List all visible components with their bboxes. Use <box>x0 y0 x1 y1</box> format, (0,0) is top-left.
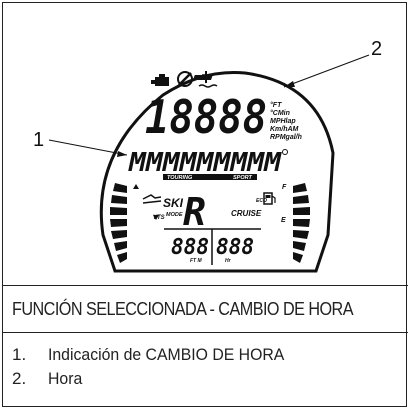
callout-2-number: 2 <box>371 38 382 60</box>
brand-logo-icon <box>192 75 213 80</box>
alpha-row: MMMMMMMMM <box>128 148 283 178</box>
callout-1-leader <box>48 139 128 156</box>
right-bargraph <box>293 183 310 263</box>
down-arrow-icon <box>153 215 159 220</box>
bottom-left-digits: 888 <box>171 235 209 260</box>
hr-label: Hr <box>225 258 232 264</box>
caption-row: FUNCIÓN SELECCIONADA - CAMBIO DE HORA <box>3 286 408 333</box>
main-digits: 18888 <box>145 90 267 144</box>
wrench-icon <box>177 71 193 87</box>
vts-label: VTS <box>153 215 165 221</box>
empty-label: E <box>281 217 286 224</box>
full-label: F <box>282 184 287 191</box>
up-arrow-icon <box>133 184 139 189</box>
legend-item: 1. Indicación de CAMBIO DE HORA <box>12 345 302 365</box>
ski-label: SKI <box>163 196 184 210</box>
cruise-label: CRUISE <box>231 209 262 218</box>
engine-icon <box>151 74 169 86</box>
skier-icon <box>142 194 162 204</box>
unit-mphlap: MPHlap <box>270 118 296 125</box>
callout-2-arrow <box>284 81 295 87</box>
legend-text: Hora <box>48 369 83 388</box>
callout-1-number: 1 <box>33 129 44 151</box>
callout-2-leader <box>283 54 370 88</box>
degree-dot <box>282 149 288 155</box>
unit-cmin: °CMin <box>270 109 290 117</box>
legend-item: 2. Hora <box>12 369 85 389</box>
left-bargraph <box>110 183 127 263</box>
figure-frame: 18888 °FT °CMin MPHlap Km/hAM RPMgal/h M… <box>2 2 408 408</box>
ftm-label: FT M <box>190 258 202 264</box>
legend-number: 2. <box>12 369 27 388</box>
sport-label: SPORT <box>233 175 252 181</box>
unit-labels: °FT °CMin MPHlap Km/hAM RPMgal/h <box>270 101 302 141</box>
unit-ft: °FT <box>270 101 282 109</box>
bottom-right-digits: 888 <box>216 235 254 260</box>
unit-rpmgalh: RPMgal/h <box>270 134 302 141</box>
fuel-pump-icon <box>263 192 276 205</box>
touring-label: TOURING <box>167 175 193 181</box>
unit-kmham: Km/hAM <box>270 126 299 133</box>
callout-1-arrow <box>117 151 127 157</box>
eco-label: ECO <box>256 198 267 204</box>
legend: 1. Indicación de CAMBIO DE HORA 2. Hora <box>3 333 408 408</box>
mode-bar <box>163 174 257 180</box>
legend-text: Indicación de CAMBIO DE HORA <box>48 345 285 364</box>
figure-caption: FUNCIÓN SELECCIONADA - CAMBIO DE HORA <box>12 299 354 319</box>
mode-label: MODE <box>166 212 183 218</box>
gear-indicator: R <box>183 190 206 234</box>
legend-number: 1. <box>12 345 27 364</box>
gauge-svg: 18888 °FT °CMin MPHlap Km/hAM RPMgal/h M… <box>33 38 382 273</box>
gauge-illustration: 18888 °FT °CMin MPHlap Km/hAM RPMgal/h M… <box>3 3 408 286</box>
